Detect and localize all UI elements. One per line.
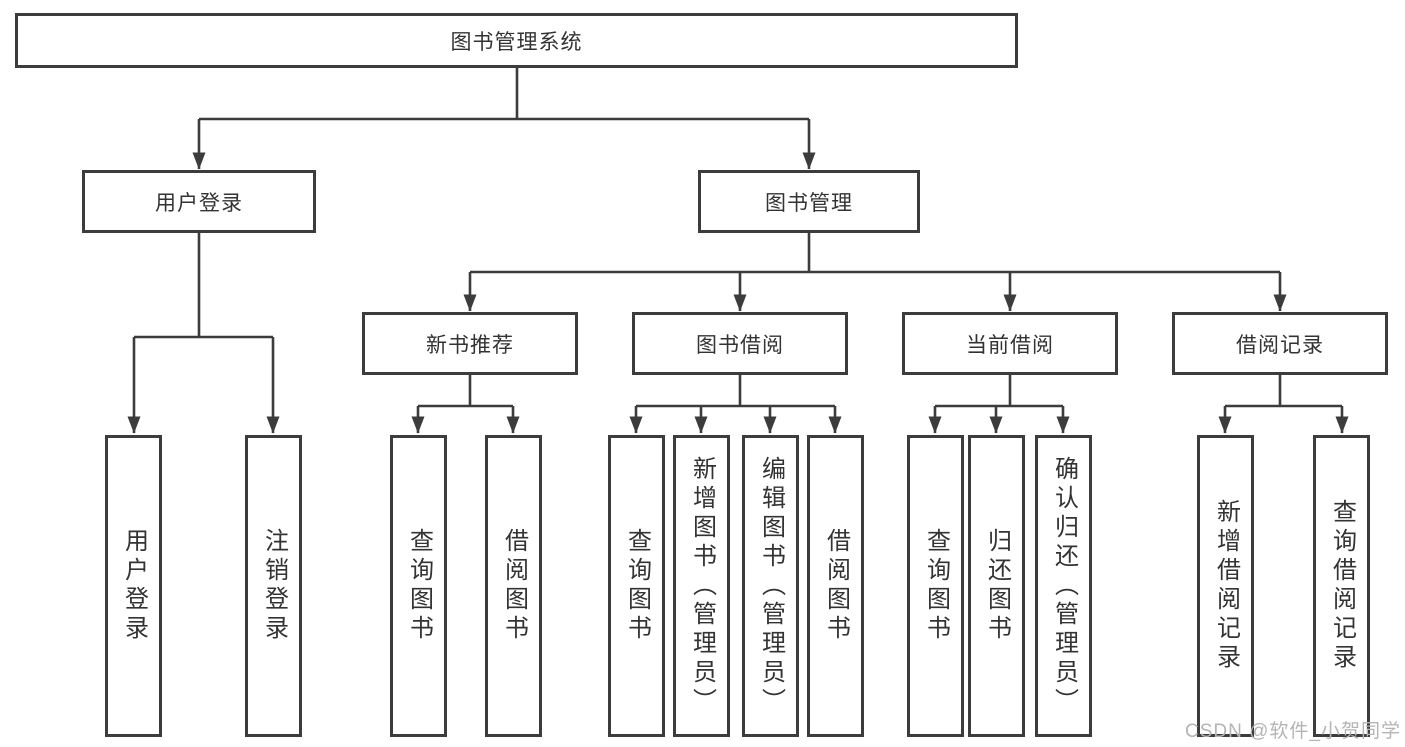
node-label: 用户登录 <box>155 191 243 215</box>
node-borrow-records: 借阅记录 <box>1172 312 1388 375</box>
leaf-query-book-current: 查询图书 <box>907 435 964 737</box>
node-label: 新增图书（管理员） <box>688 455 716 717</box>
node-label: 新增借阅记录 <box>1212 499 1240 673</box>
node-user-login: 用户登录 <box>82 170 316 233</box>
leaf-query-borrow-record: 查询借阅记录 <box>1313 435 1370 737</box>
csdn-watermark: CSDN @软件_小贺同学 <box>1185 721 1401 742</box>
leaf-edit-book-admin: 编辑图书（管理员） <box>742 435 799 737</box>
node-label: 图书管理系统 <box>450 30 583 54</box>
leaf-query-book-newrec: 查询图书 <box>390 435 447 737</box>
node-label: 新书推荐 <box>426 333 514 357</box>
leaf-borrow-book-borrow: 借阅图书 <box>807 435 864 737</box>
node-label: 图书管理 <box>765 191 853 215</box>
leaf-logout: 注销登录 <box>245 435 302 737</box>
node-label: 图书借阅 <box>696 333 784 357</box>
node-book-borrow: 图书借阅 <box>632 312 848 375</box>
node-current-borrow: 当前借阅 <box>902 312 1118 375</box>
node-label: 编辑图书（管理员） <box>757 455 785 717</box>
leaf-confirm-return-admin: 确认归还（管理员） <box>1035 435 1092 737</box>
node-label: 借阅图书 <box>822 528 850 644</box>
node-label: 查询图书 <box>405 528 433 644</box>
node-label: 查询图书 <box>922 528 950 644</box>
leaf-borrow-book-newrec: 借阅图书 <box>485 435 542 737</box>
node-label: 确认归还（管理员） <box>1050 455 1078 717</box>
node-label: 注销登录 <box>260 528 288 644</box>
node-label: 归还图书 <box>983 528 1011 644</box>
leaf-user-login: 用户登录 <box>105 435 162 737</box>
node-label: 借阅记录 <box>1236 333 1324 357</box>
node-label: 用户登录 <box>120 528 148 644</box>
leaf-add-borrow-record: 新增借阅记录 <box>1197 435 1254 737</box>
node-label: 查询图书 <box>623 528 651 644</box>
leaf-return-book: 归还图书 <box>968 435 1025 737</box>
node-new-book-recommend: 新书推荐 <box>362 312 578 375</box>
node-label: 查询借阅记录 <box>1328 499 1356 673</box>
leaf-query-book-borrow: 查询图书 <box>608 435 665 737</box>
node-label: 当前借阅 <box>966 333 1054 357</box>
connector-rails <box>134 68 1342 408</box>
node-label: 借阅图书 <box>500 528 528 644</box>
leaf-add-book-admin: 新增图书（管理员） <box>673 435 730 737</box>
node-root: 图书管理系统 <box>15 13 1018 68</box>
node-book-management: 图书管理 <box>698 170 920 233</box>
